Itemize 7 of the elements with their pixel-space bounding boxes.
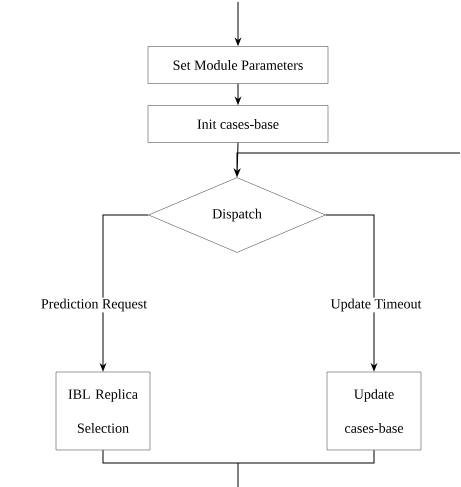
connector-line: [238, 450, 374, 487]
process-box: Init cases-base: [148, 105, 328, 143]
process-box: Update cases-base: [326, 372, 422, 450]
process-box: IBL Replica Selection: [56, 372, 150, 450]
edge-label: Update Timeout: [330, 298, 422, 312]
edge-label: Prediction Request: [40, 298, 148, 312]
process-box: Set Module Parameters: [148, 46, 328, 84]
